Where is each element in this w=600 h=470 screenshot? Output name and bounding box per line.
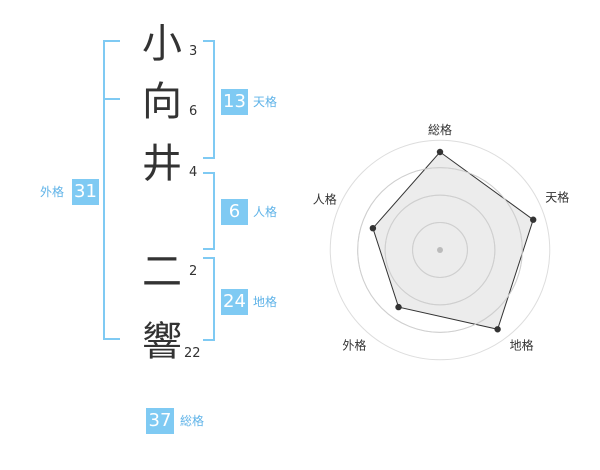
radar-axis-label-1: 総格 <box>428 122 452 137</box>
jinkaku-label: 人格 <box>253 205 278 219</box>
gaikaku-value: 31 <box>72 179 99 205</box>
radar-center-dot <box>437 247 443 253</box>
chikaku-label: 地格 <box>253 295 278 309</box>
radar-point-5 <box>369 224 377 232</box>
radar-axis-label-5: 人格 <box>313 192 337 207</box>
stroke-count-5: 22 <box>184 346 201 361</box>
radar-inner-ring-2 <box>384 194 496 306</box>
radar-data-area <box>372 151 534 330</box>
radar-point-4 <box>395 303 402 311</box>
jinkaku-bracket <box>203 172 215 250</box>
radar-axis-label-4: 外格 <box>342 337 366 352</box>
name-char-1: 小 <box>142 21 182 67</box>
tenkaku-label: 天格 <box>253 95 278 109</box>
gaikaku-label: 外格 <box>40 185 65 199</box>
radar-point-3 <box>494 326 501 333</box>
chikaku-bracket <box>203 257 215 341</box>
gaikaku-bracket <box>103 40 120 340</box>
tenkaku-value: 13 <box>221 89 248 115</box>
gaikaku-bracket-tick <box>103 98 120 100</box>
name-char-5: 響 <box>142 319 182 365</box>
name-char-4: 二 <box>142 249 182 295</box>
soukaku-value: 37 <box>146 408 174 434</box>
stroke-count-1: 3 <box>189 44 198 59</box>
radar-axis-label-2: 天格 <box>545 190 569 205</box>
radar-point-1 <box>436 148 444 156</box>
chikaku-value: 24 <box>221 289 248 315</box>
stroke-count-2: 6 <box>189 104 198 119</box>
name-char-3: 井 <box>142 141 182 187</box>
tenkaku-bracket <box>203 40 215 159</box>
name-char-2: 向 <box>142 79 182 125</box>
radar-axis-label-3: 地格 <box>510 337 534 352</box>
soukaku-label: 総格 <box>180 414 205 428</box>
radar-point-2 <box>530 216 537 223</box>
jinkaku-value: 6 <box>221 199 248 225</box>
stroke-count-3: 4 <box>189 165 198 180</box>
radar-inner-ring-3 <box>357 167 523 333</box>
radar-inner-ring-1 <box>412 222 468 278</box>
stroke-count-4: 2 <box>189 264 198 279</box>
